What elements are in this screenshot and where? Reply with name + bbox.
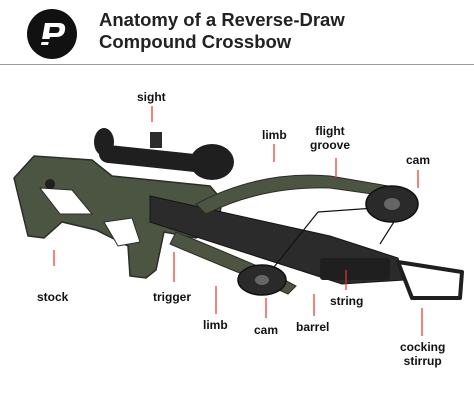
label-string: string	[330, 294, 364, 308]
brand-logo-icon	[27, 9, 77, 59]
label-flight-groove-line-2: groove	[310, 138, 351, 152]
label-flight-groove-line-1: flight	[315, 124, 345, 138]
label-stock: stock	[37, 290, 69, 304]
header-divider	[0, 64, 474, 65]
label-limb-top: limb	[262, 128, 287, 142]
label-limb-bottom: limb	[203, 318, 228, 332]
label-cam-bottom: cam	[254, 323, 279, 337]
label-cocking-stirrup-line-1: cocking	[400, 340, 446, 354]
label-trigger: trigger	[153, 290, 192, 304]
label-sight: sight	[137, 90, 166, 104]
cocking-stirrup-icon	[396, 260, 464, 300]
title-line-1: Anatomy of a Reverse-Draw	[99, 9, 345, 30]
label-cocking-stirrup-line-2: stirrup	[403, 354, 442, 368]
label-cam-right: cam	[406, 153, 431, 167]
page-title: Anatomy of a Reverse-Draw Compound Cross…	[99, 9, 345, 53]
sight-icon	[94, 128, 234, 180]
title-line-2: Compound Crossbow	[99, 31, 292, 52]
label-flight-groove: flight groove	[310, 124, 350, 152]
leader-lines	[53, 106, 423, 336]
label-cocking-stirrup: cocking stirrup	[400, 340, 445, 368]
cam-icon	[237, 185, 419, 296]
label-barrel: barrel	[296, 320, 330, 334]
stock-icon	[13, 155, 223, 279]
